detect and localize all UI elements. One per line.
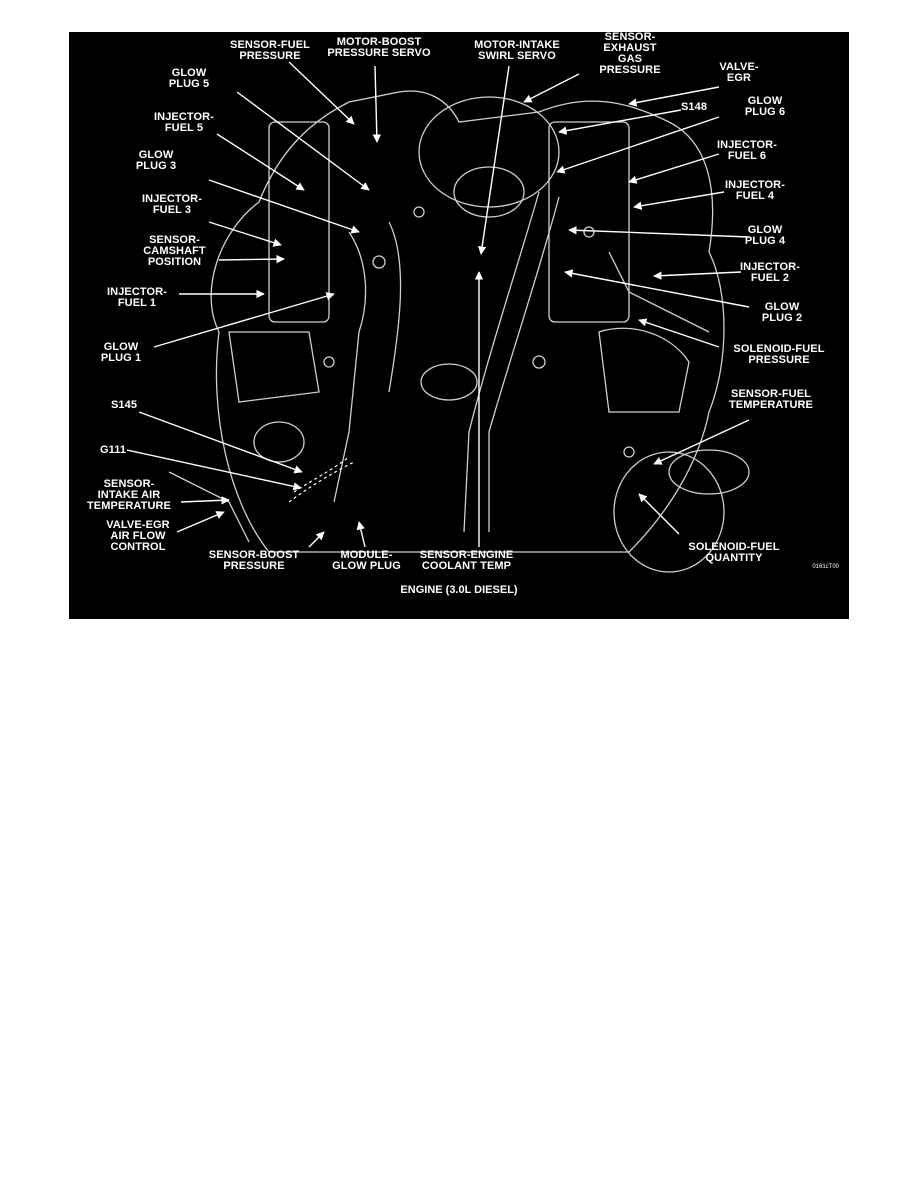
- figure-caption: ENGINE (3.0L DIESEL): [400, 584, 518, 596]
- label-sensor-fuel-pressure: SENSOR-FUEL PRESSURE: [230, 39, 310, 62]
- label-sensor-exhaust-gas-pressure: SENSOR- EXHAUST GAS PRESSURE: [599, 32, 661, 76]
- label-injector-fuel-6: INJECTOR- FUEL 6: [717, 139, 777, 162]
- label-glow-plug-2: GLOW PLUG 2: [761, 301, 803, 324]
- engine-illustration: [126, 61, 750, 573]
- label-glow-plug-1: GLOW PLUG 1: [100, 341, 142, 364]
- engine-diagram: SENSOR-FUEL PRESSURE MOTOR-BOOST PRESSUR…: [69, 32, 849, 619]
- label-injector-fuel-1: INJECTOR- FUEL 1: [107, 286, 167, 309]
- label-glow-plug-4: GLOW PLUG 4: [744, 224, 786, 247]
- label-solenoid-fuel-quantity: SOLENOID-FUEL QUANTITY: [688, 541, 780, 564]
- label-glow-plug-3: GLOW PLUG 3: [135, 149, 177, 172]
- label-sensor-engine-coolant-temp: SENSOR-ENGINE COOLANT TEMP: [419, 549, 514, 572]
- label-injector-fuel-4: INJECTOR- FUEL 4: [725, 179, 785, 202]
- label-valve-egr-air-flow-control: VALVE-EGR AIR FLOW CONTROL: [106, 519, 170, 553]
- label-sensor-intake-air-temperature: SENSOR- INTAKE AIR TEMPERATURE: [86, 478, 171, 512]
- label-glow-plug-6: GLOW PLUG 6: [744, 95, 786, 118]
- label-sensor-boost-pressure: SENSOR-BOOST PRESSURE: [208, 549, 300, 572]
- label-sensor-fuel-temperature: SENSOR-FUEL TEMPERATURE: [728, 388, 813, 411]
- label-g111: G111: [100, 444, 127, 456]
- label-glow-plug-5: GLOW PLUG 5: [168, 67, 210, 90]
- engine-outline: [168, 90, 750, 573]
- label-injector-fuel-5: INJECTOR- FUEL 5: [154, 111, 214, 134]
- label-motor-boost-pressure-servo: MOTOR-BOOST PRESSURE SERVO: [327, 36, 431, 59]
- label-s145: S145: [111, 399, 138, 411]
- label-injector-fuel-3: INJECTOR- FUEL 3: [142, 193, 202, 216]
- label-module-glow-plug: MODULE- GLOW PLUG: [332, 549, 401, 572]
- dashed-wiring: [288, 456, 355, 503]
- label-injector-fuel-2: INJECTOR- FUEL 2: [740, 261, 800, 284]
- label-sensor-camshaft-position: SENSOR- CAMSHAFT POSITION: [143, 234, 206, 268]
- leader-lines: [126, 61, 750, 548]
- label-motor-intake-swirl-servo: MOTOR-INTAKE SWIRL SERVO: [474, 39, 560, 62]
- label-solenoid-fuel-pressure: SOLENOID-FUEL PRESSURE: [733, 343, 825, 366]
- label-s148: S148: [681, 101, 708, 113]
- figure-code: 0161cT00: [812, 564, 839, 570]
- label-valve-egr: VALVE- EGR: [719, 61, 759, 84]
